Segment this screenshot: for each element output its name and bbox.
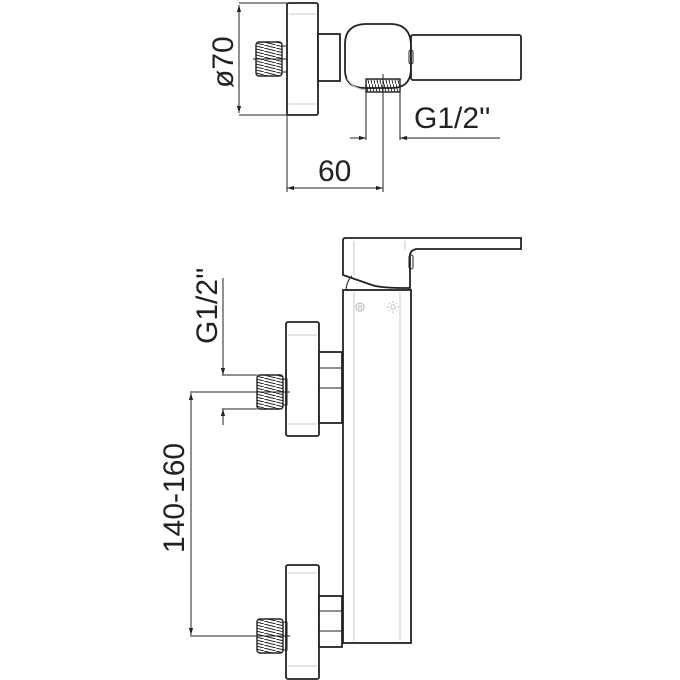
top-view: ø70 <box>207 2 522 192</box>
hot-indicator-icon <box>387 301 399 313</box>
inlet-thread-dimension: G1/2'' <box>191 268 226 425</box>
outlet-thread-dimension: G1/2'' <box>350 102 500 141</box>
outlet-fitting <box>365 74 401 192</box>
flange-diameter-label: ø70 <box>207 36 240 88</box>
front-view: G1/2'' 140-160 <box>158 237 522 680</box>
lower-inlet-assembly <box>190 564 343 680</box>
lever-handle <box>342 237 522 291</box>
inlet-spacing-label: 140-160 <box>158 443 191 553</box>
connecting-nut <box>317 33 341 82</box>
outlet-offset-dimension: 60 <box>286 115 383 192</box>
cold-indicator-icon <box>355 302 365 312</box>
outlet-offset-label: 60 <box>318 155 351 188</box>
outlet-thread-label: G1/2'' <box>414 102 491 135</box>
upper-inlet-assembly <box>190 321 343 437</box>
mixer-body-top <box>344 23 522 91</box>
inlet-thread-label: G1/2'' <box>191 268 224 345</box>
inlet-spacing-dimension: 140-160 <box>158 393 194 635</box>
flange-diameter-dimension: ø70 <box>207 2 318 116</box>
wall-flange <box>253 2 319 116</box>
mixer-column <box>342 289 412 644</box>
